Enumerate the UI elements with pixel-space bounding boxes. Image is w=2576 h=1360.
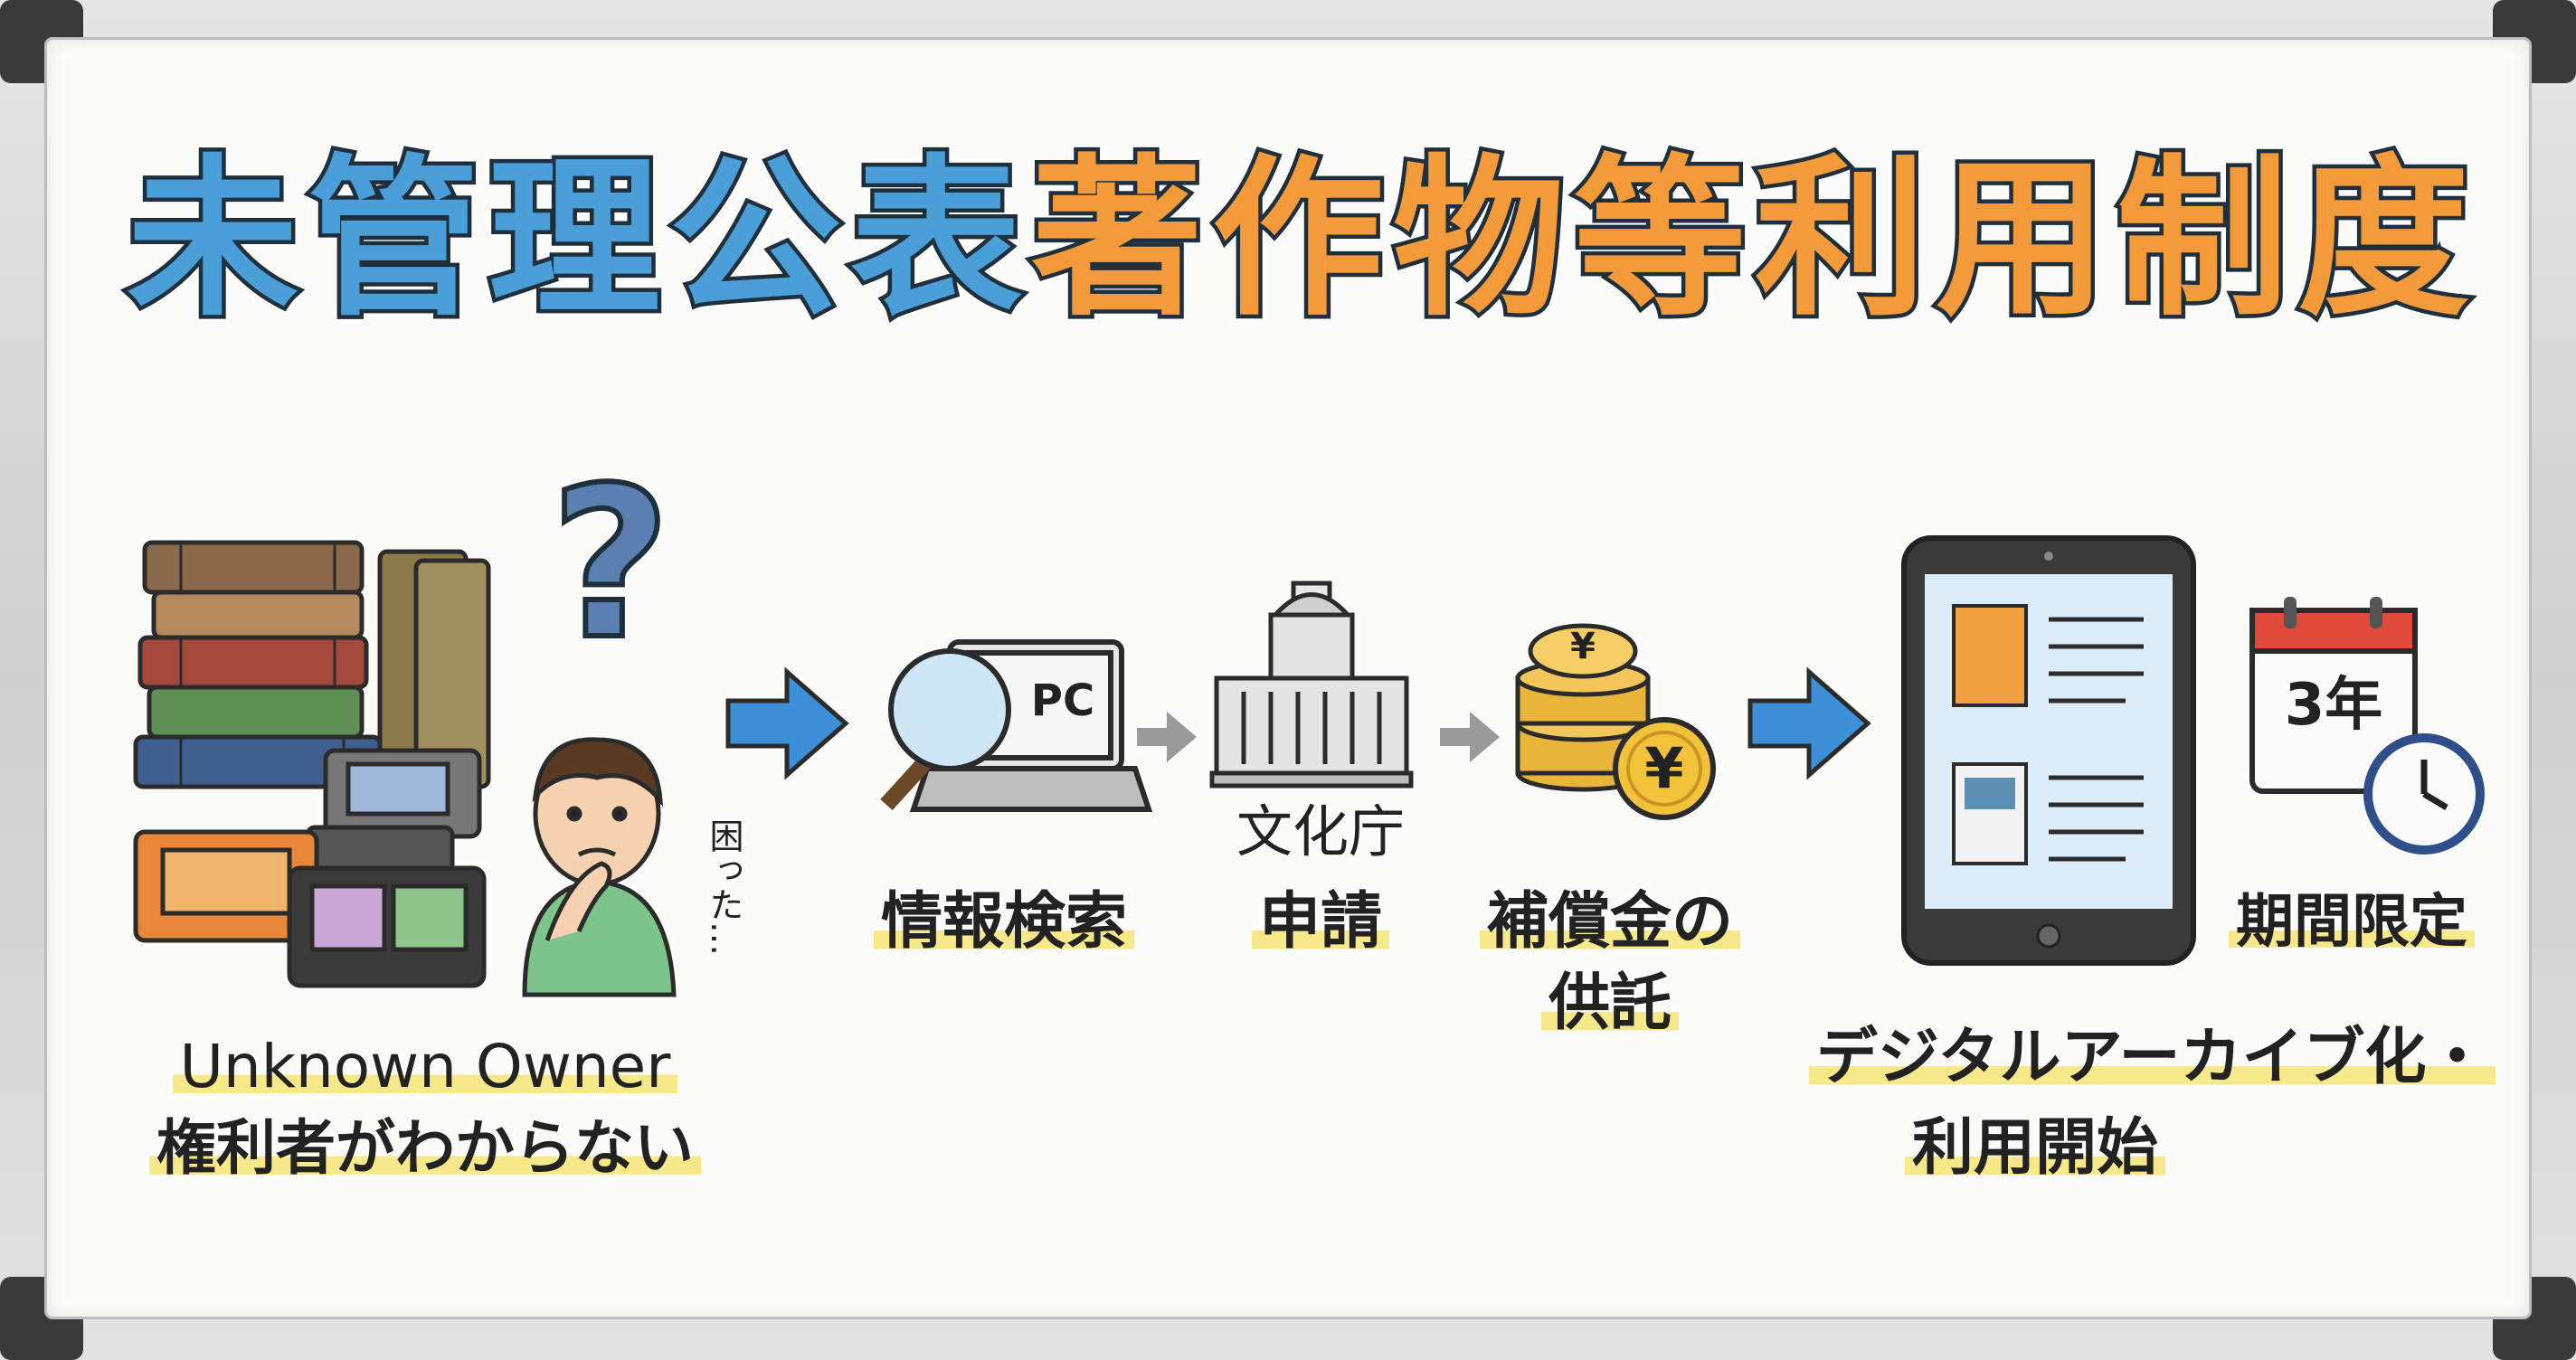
game-cartridge-icon (133, 748, 487, 988)
deposit-label-line2-text: 供託 (1540, 968, 1679, 1039)
deposit-label-line1-text: 補償金の (1479, 886, 1740, 958)
clock-icon (2363, 733, 2485, 855)
calendar-text: 3年 (2284, 672, 2383, 739)
coin-symbol: ¥ (1644, 735, 1684, 801)
owner-label-line2: 権利者がわからない (136, 1108, 715, 1189)
yen-coin-icon (1613, 717, 1716, 820)
archive-label-line2: 利用開始 (1809, 1108, 2261, 1189)
archive-label-line2-text: 利用開始 (1904, 1112, 2165, 1184)
tablet-archive-icon (1901, 535, 2196, 966)
owner-label-line2-text: 権利者がわからない (149, 1113, 701, 1183)
confused-person-icon (522, 737, 677, 997)
magnifier-laptop-icon (880, 639, 1153, 812)
government-building-icon (1209, 581, 1414, 789)
pc-screen-text: PC (1030, 675, 1095, 726)
archive-label-line1: デジタルアーカイブ化・ (1809, 1017, 2496, 1099)
title-part-blue: 未管理公表 (122, 136, 1032, 344)
arrow-right-icon (725, 666, 849, 780)
title-part-orange: 著作物等利用制度 (1028, 136, 2479, 344)
period-label: 期間限定 (2207, 882, 2496, 963)
arrow-right-icon (1137, 712, 1197, 762)
agency-label: 申請 (1212, 882, 1429, 963)
page-title: 未管理公表著作物等利用制度 (122, 136, 2479, 344)
deposit-label-line2: 供託 (1474, 963, 1746, 1044)
search-label: 情報検索 (841, 882, 1167, 963)
owner-label-line1-text: Unknown Owner (172, 1032, 678, 1101)
thought-text: 困った… (704, 818, 743, 956)
period-label-text: 期間限定 (2229, 889, 2475, 956)
owner-label-line1: Unknown Owner (136, 1026, 715, 1108)
agency-label-text: 申請 (1251, 886, 1389, 958)
deposit-label-line1: 補償金の (1474, 882, 1746, 963)
calendar-icon (2249, 597, 2418, 794)
archive-label-line1-text: デジタルアーカイブ化・ (1809, 1022, 2496, 1093)
agency-name: 文化庁 (1236, 798, 1405, 864)
arrow-right-icon (1440, 712, 1500, 762)
arrow-right-icon (1747, 666, 1871, 780)
coin-symbol-small: ¥ (1570, 626, 1596, 667)
question-mark: ? (547, 444, 673, 685)
search-label-text: 情報検索 (873, 886, 1134, 958)
